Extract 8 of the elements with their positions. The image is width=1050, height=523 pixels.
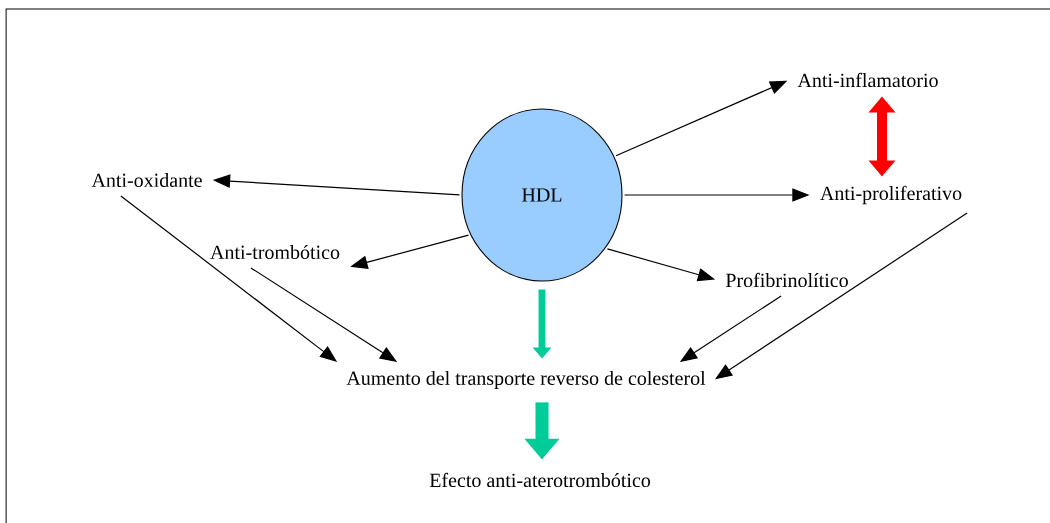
outcome-label: Aumento del transporte reverso de colesterol: [346, 370, 706, 390]
effect-label: Anti-trombótico: [210, 244, 340, 260]
effect-label: Anti-oxidante: [91, 172, 202, 187]
effect-label: Profibrinolítico: [725, 272, 848, 288]
result-label: Efecto anti-aterotrombótico: [429, 472, 651, 488]
effect-label: Anti-inflamatorio: [797, 72, 938, 88]
circle-node: HDL: [461, 108, 623, 282]
effect-label: Anti-proliferativo: [820, 185, 962, 205]
